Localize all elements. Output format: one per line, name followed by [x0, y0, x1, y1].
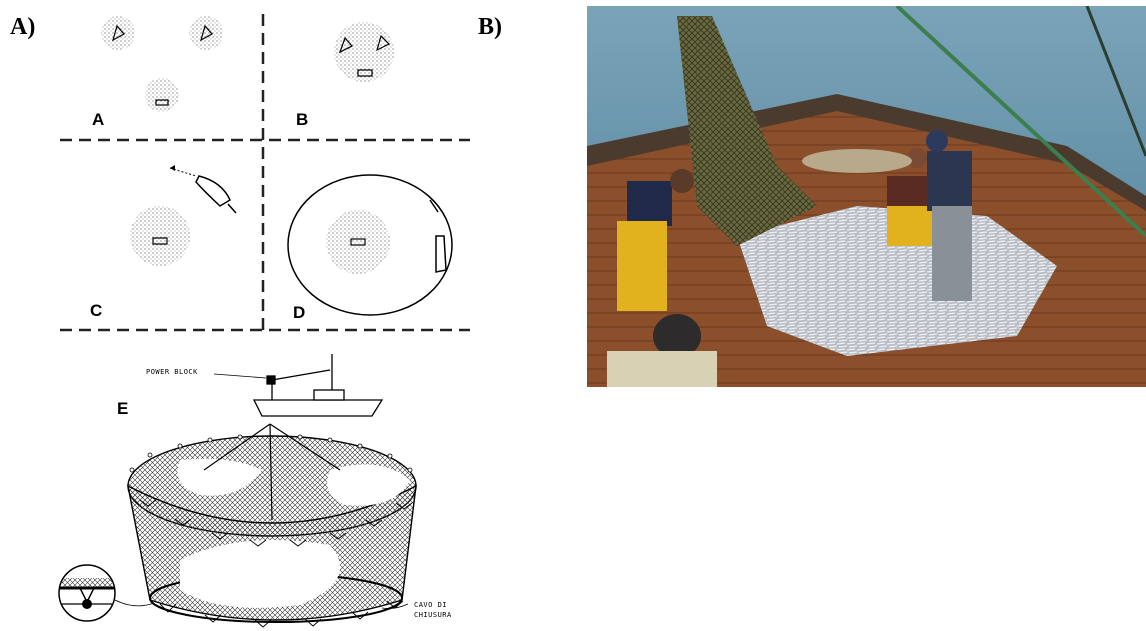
step-label-b: B [296, 110, 308, 129]
quadrant-d-encircle [288, 175, 452, 315]
power-block-annotation: POWER BLOCK [146, 368, 198, 377]
cavo-annotation-line1: CAVO DI [414, 601, 447, 610]
purse-ring-detail-inset [59, 565, 154, 621]
quadrant-b-boats [334, 22, 394, 82]
ship-with-power-block [214, 354, 382, 416]
step-label-d: D [293, 303, 305, 322]
quadrant-c-boat [130, 165, 236, 266]
step-label-c: C [90, 301, 102, 320]
step-label-e: E [117, 399, 128, 418]
fisherman-right [926, 130, 972, 301]
purse-seine-diagram: A B C D E [0, 0, 587, 631]
purse-seine-net [128, 424, 416, 627]
fishing-deck-photo [587, 6, 1146, 387]
quadrant-a-lamps [101, 16, 223, 112]
coiled-rope [802, 149, 912, 173]
step-label-a: A [92, 110, 104, 129]
quadrant-dividers [60, 14, 470, 330]
cavo-annotation-line2: CHIUSURA [414, 611, 452, 620]
